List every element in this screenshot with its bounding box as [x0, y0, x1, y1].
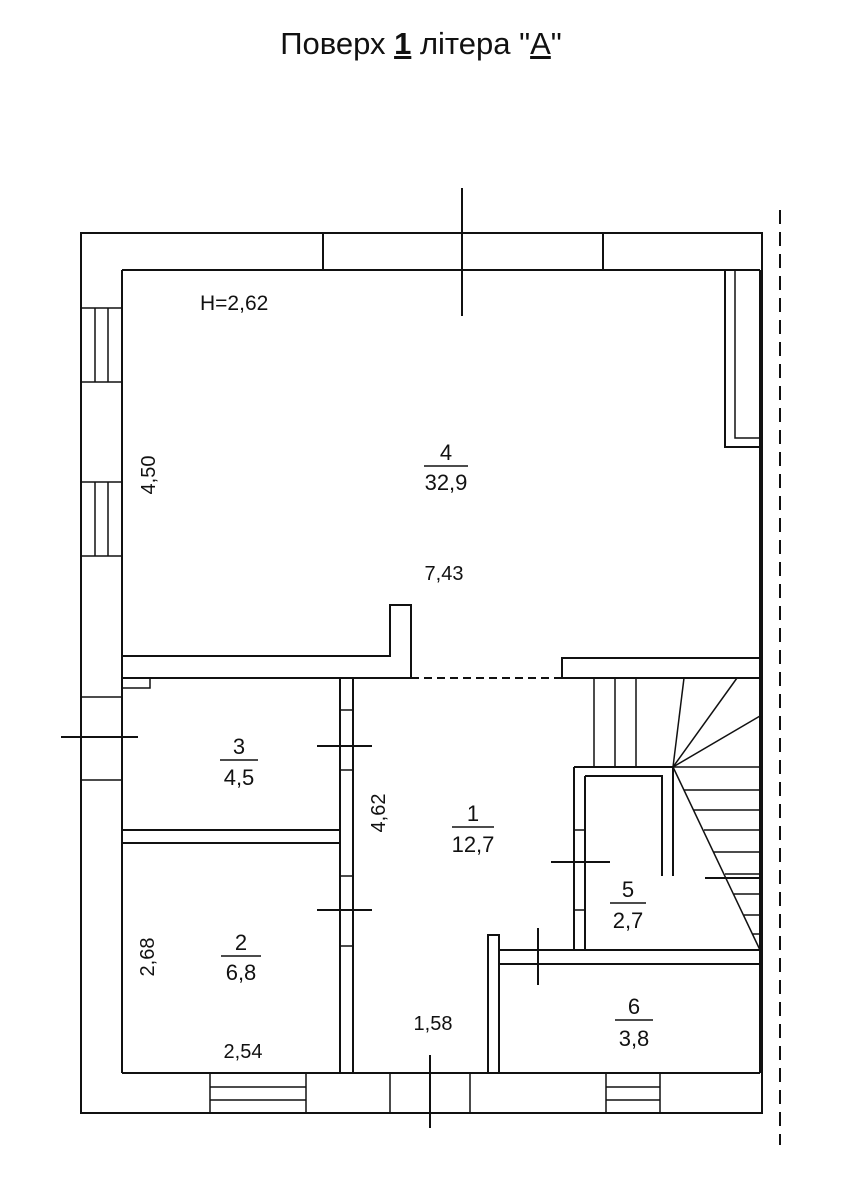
outer-walls: [80, 232, 763, 1114]
title-middle: літера ": [411, 26, 531, 61]
room-area: 3,8: [619, 1026, 650, 1051]
dimension-4-50: 4,50: [138, 456, 160, 495]
room-6-label: 6 3,8: [615, 994, 653, 1051]
room-area: 6,8: [226, 960, 257, 985]
ceiling-height-label: H=2,62: [200, 292, 268, 315]
room-area: 32,9: [425, 470, 468, 495]
plan-title: Поверх 1 літера "А": [0, 26, 842, 62]
window-bottom-right: [605, 1072, 661, 1114]
window-left-lower: [61, 696, 138, 781]
room-2-label: 2 6,8: [221, 930, 261, 985]
room-4-label: 4 32,9: [424, 440, 468, 495]
room-area: 12,7: [452, 832, 495, 857]
title-prefix: Поверх: [280, 26, 395, 61]
window-top: [322, 188, 604, 316]
room-number: 4: [440, 440, 452, 465]
room-5-label: 5 2,7: [610, 877, 646, 933]
window-left-upper: [81, 307, 122, 383]
room-1-label: 1 12,7: [452, 801, 495, 857]
staircase: [593, 677, 761, 951]
dimension-2-54: 2,54: [224, 1041, 263, 1063]
dimension-4-62: 4,62: [368, 794, 390, 833]
room-number: 5: [622, 877, 634, 902]
room-3-label: 3 4,5: [220, 734, 258, 790]
room-area: 4,5: [224, 765, 255, 790]
entrance-door: [389, 1055, 471, 1128]
wall-niche-right: [724, 269, 760, 448]
room-area: 2,7: [613, 908, 644, 933]
window-bottom-left: [209, 1072, 307, 1114]
dimension-1-58: 1,58: [414, 1013, 453, 1035]
dimension-7-43: 7,43: [425, 563, 464, 585]
room-number: 2: [235, 930, 247, 955]
title-suffix: ": [550, 26, 562, 61]
window-left-middle: [81, 481, 122, 557]
room-number: 1: [467, 801, 479, 826]
title-letter: А: [530, 26, 551, 61]
interior-walls: [121, 604, 761, 1073]
room-number: 6: [628, 994, 640, 1019]
title-floor-number: 1: [394, 26, 412, 61]
room-number: 3: [233, 734, 245, 759]
dimension-2-68: 2,68: [137, 938, 159, 977]
